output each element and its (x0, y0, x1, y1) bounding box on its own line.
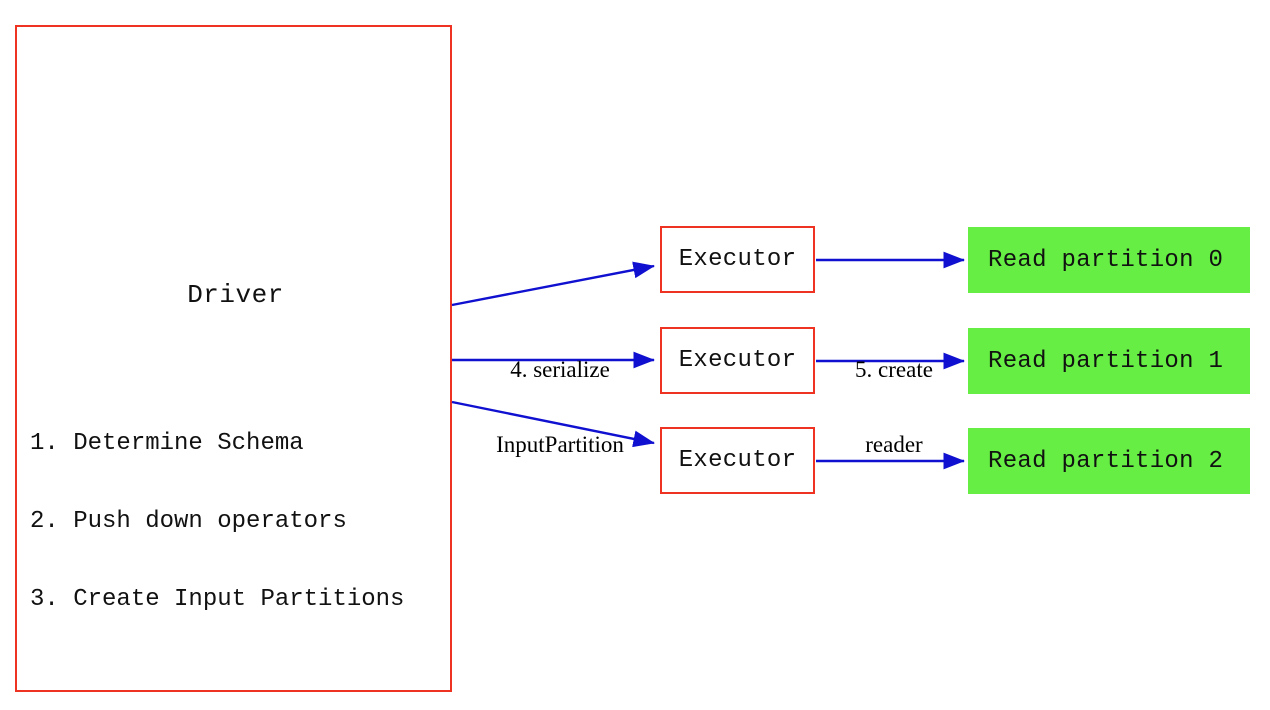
executor-label-2: Executor (678, 447, 797, 474)
driver-step-1: 1. Determine Schema (30, 430, 304, 457)
edge-label-serialize-line-1: 4. serialize (510, 357, 610, 382)
arrow-driver-to-executor-0 (451, 261, 655, 307)
partition-label-0: Read partition 0 (988, 246, 1224, 274)
partition-box-1: Read partition 1 (968, 328, 1250, 394)
driver-step-3: 3. Create Input Partitions (30, 586, 405, 613)
edge-label-create-reader-line-2: reader (865, 432, 923, 457)
driver-title: Driver (187, 280, 284, 310)
executor-box-2: Executor (660, 427, 815, 494)
driver-steps-list: 1. Determine Schema 2. Push down operato… (30, 379, 450, 665)
driver-box: Driver 1. Determine Schema 2. Push down … (15, 25, 452, 692)
partition-label-2: Read partition 2 (988, 447, 1224, 475)
executor-box-0: Executor (660, 226, 815, 293)
edge-label-serialize-line-2: InputPartition (496, 432, 624, 457)
partition-box-0: Read partition 0 (968, 227, 1250, 293)
executor-label-0: Executor (678, 246, 797, 273)
driver-step-2: 2. Push down operators (30, 508, 347, 535)
edge-label-create-reader: 5. create reader (820, 307, 968, 507)
executor-box-1: Executor (660, 327, 815, 394)
executor-label-1: Executor (678, 347, 797, 374)
edge-label-serialize: 4. serialize InputPartition (455, 307, 665, 507)
partition-label-1: Read partition 1 (988, 347, 1224, 375)
edge-label-create-reader-line-1: 5. create (855, 357, 933, 382)
partition-box-2: Read partition 2 (968, 428, 1250, 494)
